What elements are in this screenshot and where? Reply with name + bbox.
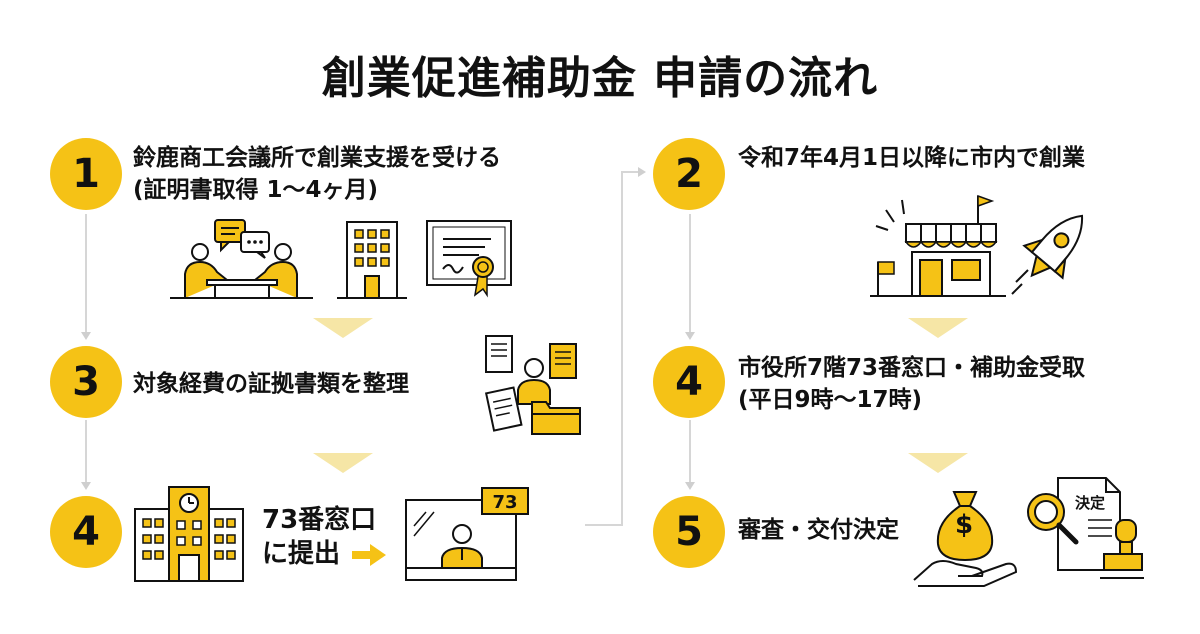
step-1-line1: 鈴鹿商工会議所で創業支援を受ける (133, 145, 501, 171)
step-badge-4-left: 4 (50, 496, 122, 568)
window-number-label: 73 (492, 492, 518, 513)
step-3-text: 対象経費の証拠書類を整理 (133, 368, 409, 400)
step-badge-1: 1 (50, 138, 122, 210)
step-1-text: 鈴鹿商工会議所で創業支援を受ける (証明書取得 1〜4ヶ月) (133, 142, 501, 206)
connector-arrow (81, 482, 91, 490)
documents-folder-icon (484, 335, 581, 435)
step-1-line2: (証明書取得 1〜4ヶ月) (133, 177, 379, 203)
step-5-text: 審査・交付決定 (738, 514, 899, 546)
money-symbol: $ (954, 510, 974, 540)
office-building-icon (337, 221, 407, 299)
store-icon (870, 194, 1006, 297)
step-4r-text: 市役所7階73番窓口・補助金受取 (平日9時〜17時) (738, 352, 1085, 416)
step-badge-2: 2 (653, 138, 725, 210)
service-window-icon (405, 487, 529, 581)
step-2-line1: 令和7年4月1日以降に市内で創業 (738, 145, 1086, 171)
connector-arrow (685, 332, 695, 340)
certificate-icon (426, 220, 512, 298)
connector-line (689, 214, 691, 334)
step-4-line2: に提出 (262, 539, 341, 569)
flow-triangle (908, 453, 968, 473)
arrow-right-icon (352, 544, 386, 566)
stamp-label: 決定 (1074, 494, 1105, 512)
flow-triangle (908, 318, 968, 338)
step-4r-line2: (平日9時〜17時) (738, 387, 923, 413)
step-3-line1: 対象経費の証拠書類を整理 (133, 371, 409, 397)
rocket-icon (1011, 214, 1083, 295)
connector-line (85, 214, 87, 334)
step-badge-5: 5 (653, 496, 725, 568)
consultation-icon (170, 219, 313, 299)
flow-triangle (313, 453, 373, 473)
connector-arrow (81, 332, 91, 340)
step-2-text: 令和7年4月1日以降に市内で創業 (738, 142, 1085, 174)
page-title: 創業促進補助金 申請の流れ (321, 53, 879, 104)
step-5-line1: 審査・交付決定 (738, 517, 899, 543)
step-badge-3: 3 (50, 346, 122, 418)
money-bag-icon (913, 491, 1018, 587)
flow-triangle (313, 318, 373, 338)
connector-arrow (685, 482, 695, 490)
city-hall-icon (134, 486, 244, 582)
connector-line (85, 420, 87, 484)
decision-document-icon (1027, 477, 1144, 579)
step-badge-4-right: 4 (653, 346, 725, 418)
step-4-submit-text: 73番窓口 に提出 (262, 503, 376, 571)
step-4-line1: 73番窓口 (262, 505, 377, 535)
connector-line (689, 420, 691, 484)
step-4r-line1: 市役所7階73番窓口・補助金受取 (738, 355, 1086, 381)
elbow-connector (585, 167, 646, 526)
